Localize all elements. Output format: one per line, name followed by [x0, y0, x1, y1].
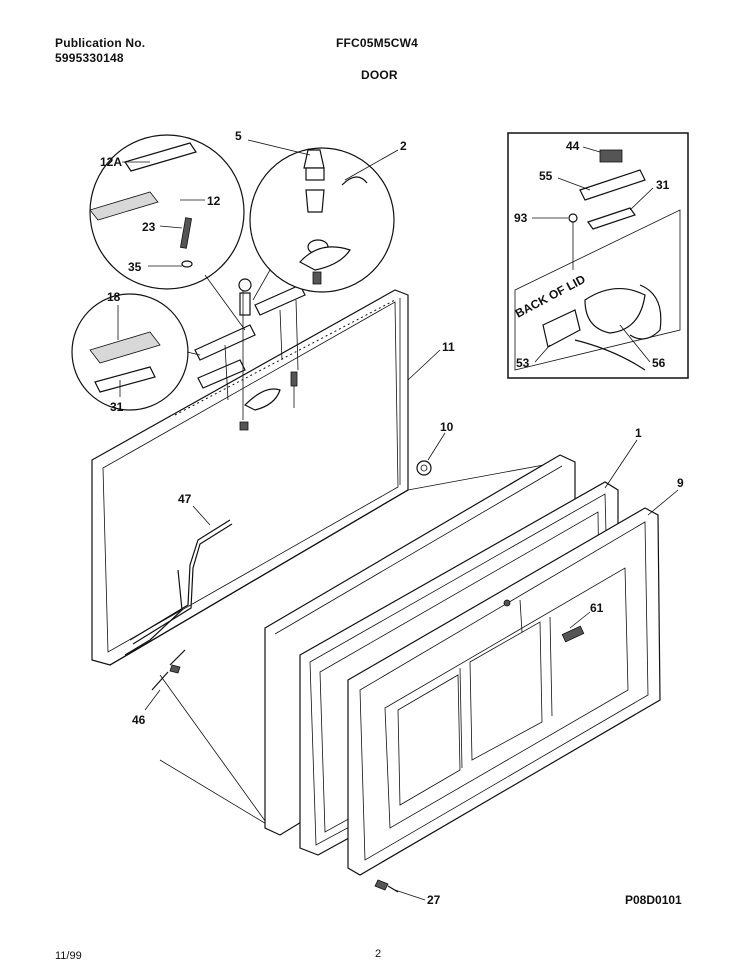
callout-9: 9	[677, 476, 684, 490]
callout-46: 46	[132, 713, 146, 727]
publication-label: Publication No.	[55, 36, 146, 50]
page-number: 2	[375, 948, 382, 960]
callout-2: 2	[400, 139, 407, 153]
callout-35: 35	[128, 260, 142, 274]
callout-12: 12	[207, 194, 221, 208]
callout-31-inset: 31	[656, 178, 670, 192]
section-title: DOOR	[361, 68, 398, 82]
callout-61: 61	[590, 601, 604, 615]
detail-circle-12	[89, 134, 245, 290]
callout-47: 47	[178, 492, 192, 506]
diagram-code: P08D0101	[625, 893, 682, 907]
footer-date: 11/99	[55, 950, 82, 962]
screw-27-icon	[374, 879, 399, 893]
callout-27: 27	[427, 893, 441, 907]
callout-18: 18	[107, 290, 121, 304]
model-number: FFC05M5CW4	[336, 36, 419, 50]
wire-47	[124, 519, 233, 666]
screw-46-icon	[151, 664, 181, 691]
callout-labels: 5 2 12A 12 23 35 18 31 11 10 1 9 47 61 4…	[100, 129, 684, 907]
callout-23: 23	[142, 220, 156, 234]
callout-12a: 12A	[100, 155, 122, 169]
callout-5: 5	[235, 129, 242, 143]
callout-31: 31	[110, 400, 124, 414]
leader-lines	[117, 139, 679, 901]
detail-circle-18-31	[71, 293, 189, 411]
callout-55: 55	[539, 169, 553, 183]
callout-56: 56	[652, 356, 666, 370]
callout-93: 93	[514, 211, 528, 225]
door-panel	[347, 507, 661, 876]
hinge-assembly	[194, 278, 306, 431]
callout-11: 11	[442, 340, 455, 354]
cap-10-icon	[416, 460, 432, 476]
callout-1: 1	[635, 426, 642, 440]
callout-10: 10	[440, 420, 454, 434]
callout-53: 53	[516, 356, 530, 370]
detail-circle-5-2	[249, 147, 395, 293]
callout-44: 44	[566, 139, 580, 153]
inset-back-of-lid: BACK OF LID	[507, 132, 689, 379]
publication-number: 5995330148	[55, 51, 124, 65]
